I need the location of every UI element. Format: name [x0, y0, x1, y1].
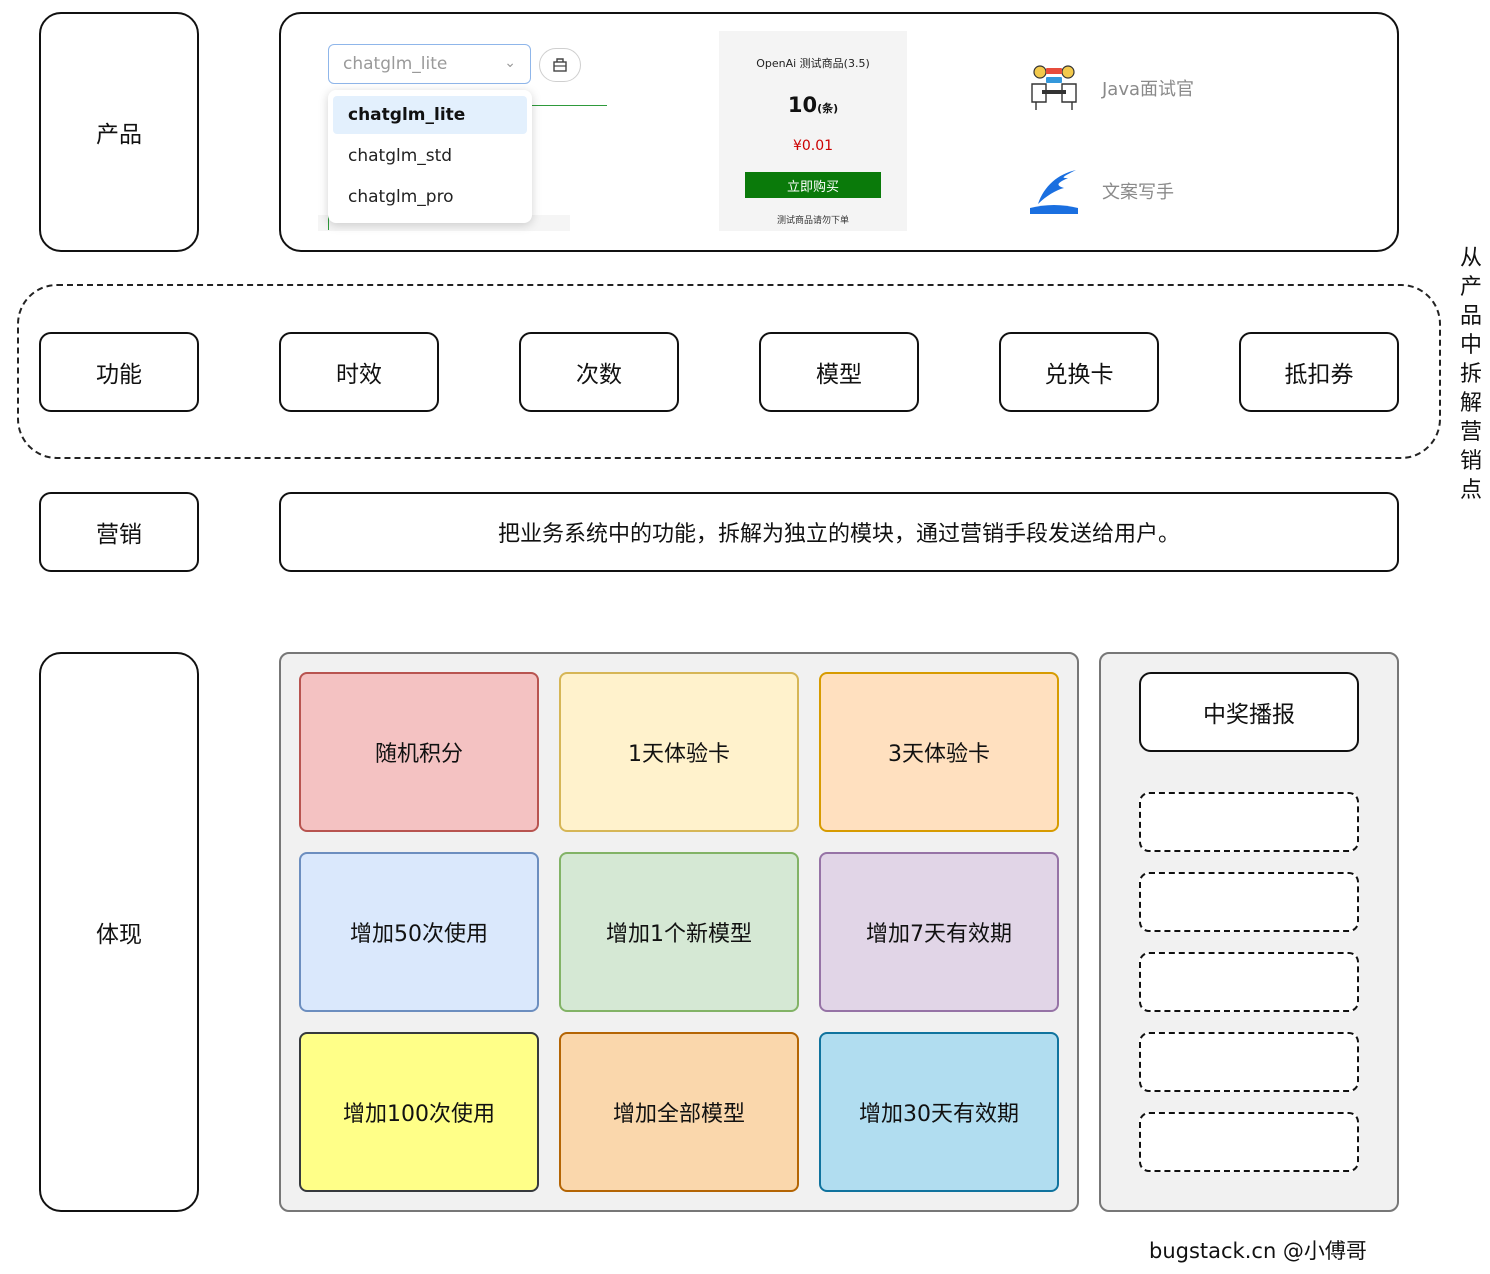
product-card-price: ¥0.01 [792, 138, 834, 154]
model-dropdown: chatglm_lite chatglm_std chatglm_pro [328, 90, 532, 223]
side-annotation-char: 点 [1459, 478, 1482, 503]
side-annotation-char: 从 [1459, 246, 1482, 271]
row-label-outcome-text: 体现 [96, 922, 142, 948]
reward-tile: 3天体验卡 [819, 672, 1059, 832]
reward-tile: 增加30天有效期 [819, 1032, 1059, 1192]
reward-label: 增加30天有效期 [859, 1102, 1019, 1127]
model-option[interactable]: chatglm_lite [333, 96, 527, 134]
product-card: OpenAi 测试商品(3.5) 10(条) ¥0.01 立即购买 测试商品请勿… [719, 31, 907, 231]
app-name: Java面试官 [1102, 79, 1195, 100]
marketing-description: 把业务系统中的功能，拆解为独立的模块，通过营销手段发送给用户。 [497, 522, 1180, 547]
product-card-title: OpenAi 测试商品(3.5) [756, 57, 870, 70]
reward-label: 随机积分 [374, 742, 463, 767]
feature-label: 模型 [816, 362, 862, 388]
feature-box: 模型 [759, 332, 919, 412]
feature-label: 时效 [336, 362, 382, 388]
model-select-value: chatglm_lite [343, 54, 448, 74]
reward-label: 增加7天有效期 [866, 922, 1012, 947]
model-option[interactable]: chatglm_pro [348, 187, 454, 207]
side-annotation-char: 中 [1459, 333, 1482, 358]
reward-label: 增加全部模型 [612, 1102, 745, 1127]
feature-label: 次数 [576, 362, 622, 388]
broadcast-slot [1139, 792, 1359, 852]
side-annotation-char: 解 [1459, 391, 1482, 416]
side-annotation-char: 品 [1459, 304, 1482, 329]
feature-box: 兑换卡 [999, 332, 1159, 412]
feature-label: 抵扣券 [1284, 362, 1354, 388]
model-select[interactable]: chatglm_lite ⌄ [328, 44, 531, 84]
row-label-feature-text: 功能 [96, 362, 142, 388]
store-icon [553, 58, 567, 72]
reward-tile: 增加全部模型 [559, 1032, 799, 1192]
product-card-note: 测试商品请勿下单 [776, 216, 849, 226]
green-divider [532, 105, 607, 106]
reward-tile: 随机积分 [299, 672, 539, 832]
broadcast-slot [1139, 1032, 1359, 1092]
reward-label: 增加100次使用 [343, 1102, 495, 1127]
broadcast-slot [1139, 872, 1359, 932]
reward-tile: 增加100次使用 [299, 1032, 539, 1192]
author-credit: bugstack.cn @小傅哥 [1149, 1239, 1367, 1263]
interview-icon [1031, 65, 1077, 110]
side-annotation-char: 产 [1459, 275, 1482, 300]
broadcast-title: 中奖播报 [1203, 702, 1295, 728]
reward-label: 增加1个新模型 [606, 922, 752, 947]
feature-group [17, 284, 1441, 459]
reward-tile: 增加50次使用 [299, 852, 539, 1012]
row-label-outcome: 体现 [39, 652, 199, 1212]
broadcast-slot [1139, 952, 1359, 1012]
row-label-product-text: 产品 [96, 122, 142, 148]
reward-tile: 增加7天有效期 [819, 852, 1059, 1012]
reward-tile: 增加1个新模型 [559, 852, 799, 1012]
row-label-marketing-text: 营销 [96, 522, 142, 548]
broadcast-slot [1139, 1112, 1359, 1172]
row-label-marketing: 营销 [39, 492, 199, 572]
model-option[interactable]: chatglm_std [348, 146, 453, 166]
buy-button[interactable]: 立即购买 [745, 172, 881, 198]
chevron-down-icon: ⌄ [504, 55, 516, 71]
feature-label: 兑换卡 [1044, 362, 1114, 388]
feature-box: 时效 [279, 332, 439, 412]
app-name: 文案写手 [1102, 182, 1174, 203]
row-label-product: 产品 [39, 12, 199, 252]
broadcast-title-box: 中奖播报 [1139, 672, 1359, 752]
side-annotation-char: 拆 [1459, 362, 1482, 387]
side-annotation-char: 销 [1459, 449, 1482, 474]
feature-box: 抵扣券 [1239, 332, 1399, 412]
reward-label: 增加50次使用 [350, 922, 488, 947]
side-annotation: 从 产 品 中 拆 解 营 销 点 [1458, 244, 1484, 505]
product-card-count-unit: (条) [817, 102, 839, 115]
green-divider-vertical [328, 210, 329, 230]
side-annotation-char: 营 [1459, 420, 1482, 445]
app-copywriter[interactable]: 文案写手 [1028, 166, 1174, 216]
feature-box: 次数 [519, 332, 679, 412]
row-label-feature: 功能 [39, 332, 199, 412]
quill-icon [1030, 170, 1078, 214]
reward-tile: 1天体验卡 [559, 672, 799, 832]
product-card-count: 10(条) [719, 93, 907, 117]
product-card-count-value: 10 [787, 93, 818, 117]
marketing-description-box: 把业务系统中的功能，拆解为独立的模块，通过营销手段发送给用户。 [279, 492, 1399, 572]
app-java-interviewer[interactable]: Java面试官 [1028, 62, 1194, 114]
reward-label: 1天体验卡 [628, 742, 730, 767]
reward-label: 3天体验卡 [888, 742, 990, 767]
store-button[interactable] [539, 48, 581, 82]
